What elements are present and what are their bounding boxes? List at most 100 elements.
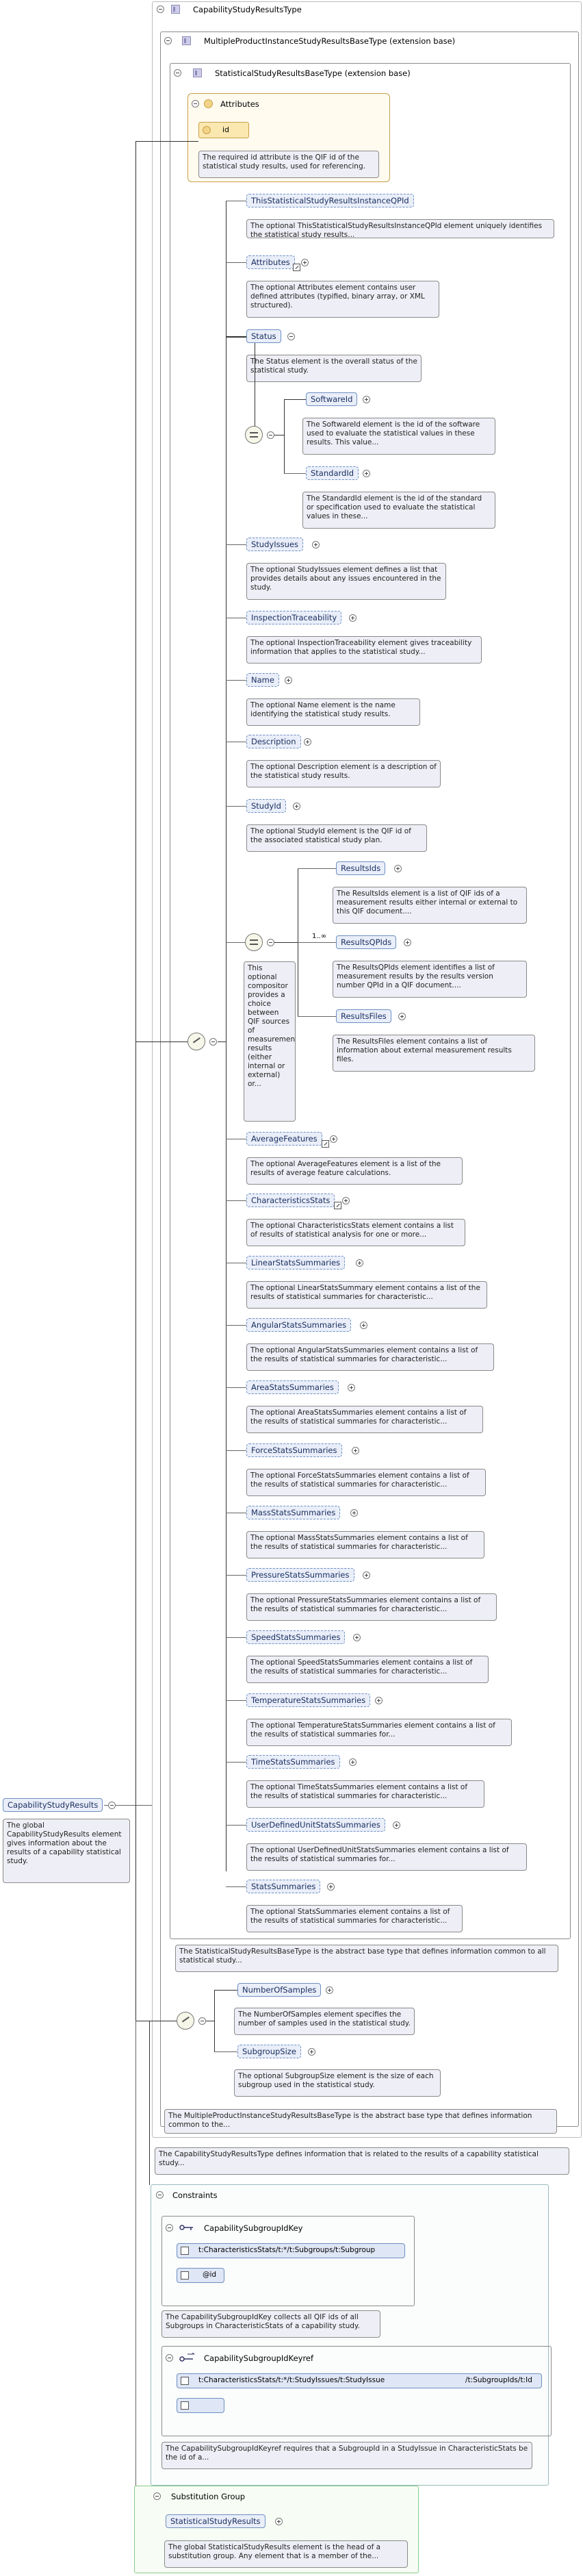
element-UserDefinedUnitStatsSummaries[interactable]: UserDefinedUnitStatsSummaries [246, 1818, 385, 1832]
collapse-choice-icon[interactable] [267, 939, 274, 946]
connector-line [226, 544, 246, 545]
sequence-icon [187, 1033, 205, 1050]
sequence-icon [245, 426, 263, 444]
element-MassStatsSummaries[interactable]: MassStatsSummaries [246, 1506, 341, 1519]
collapse-keyref-icon[interactable] [166, 2354, 173, 2362]
expand-icon[interactable] [293, 803, 300, 810]
keyref-doc: The CapabilitySubgroupIdKeyref requires … [161, 2442, 532, 2469]
element-StudyId[interactable]: StudyId [246, 799, 286, 813]
collapse-multi-base-icon[interactable] [164, 37, 172, 45]
element-AverageFeatures[interactable]: AverageFeatures [246, 1132, 322, 1146]
expand-icon[interactable] [285, 677, 292, 684]
element-doc: The ResultsFiles element contains a list… [333, 1035, 535, 1072]
expand-icon[interactable] [398, 1013, 406, 1020]
expand-icon[interactable] [404, 939, 411, 946]
element-ResultsQPIds[interactable]: ResultsQPIds [336, 935, 397, 949]
expand-icon[interactable] [394, 865, 402, 872]
collapse-attributes-icon[interactable] [192, 100, 199, 108]
element-StudyIssues[interactable]: StudyIssues [246, 538, 303, 551]
key-icon-svg [179, 2225, 193, 2230]
complex-type-icon [193, 68, 202, 77]
element-ForceStatsSummaries[interactable]: ForceStatsSummaries [246, 1443, 342, 1457]
expand-icon[interactable] [363, 470, 370, 477]
expand-icon[interactable] [349, 1758, 357, 1766]
collapse-icon[interactable] [287, 333, 295, 340]
connector-line [135, 1041, 187, 1042]
element-SubgroupSize[interactable]: SubgroupSize [237, 2045, 301, 2058]
root-type-title: CapabilityStudyResultsType [193, 5, 302, 14]
collapse-stat-base-icon[interactable] [174, 69, 181, 77]
element-doc: The optional Name element is the name id… [246, 698, 420, 726]
expand-icon[interactable] [375, 1697, 383, 1704]
element-CharacteristicsStats[interactable]: CharacteristicsStats [246, 1194, 335, 1207]
connector-line [218, 1041, 226, 1042]
attribute-icon [204, 99, 213, 108]
connector-line [226, 1637, 246, 1638]
expand-icon[interactable] [363, 396, 370, 403]
collapse-sequence-icon[interactable] [267, 431, 274, 439]
element-doc: The StandardId element is the id of the … [302, 492, 495, 529]
connector-line [226, 262, 246, 263]
connector-line [226, 1200, 246, 1201]
element-AngularStatsSummaries[interactable]: AngularStatsSummaries [246, 1318, 352, 1332]
element-TemperatureStatsSummaries[interactable]: TemperatureStatsSummaries [246, 1693, 371, 1707]
expand-icon[interactable] [312, 541, 320, 548]
expand-icon[interactable] [275, 2518, 283, 2525]
expand-icon[interactable] [352, 1447, 359, 1454]
global-element-CapabilityStudyResults[interactable]: CapabilityStudyResults [3, 1798, 103, 1812]
expand-icon[interactable] [353, 1634, 361, 1641]
element-doc: The NumberOfSamples element specifies th… [234, 2008, 415, 2035]
keyref-name: CapabilitySubgroupIdKeyref [204, 2353, 314, 2363]
element-Name[interactable]: Name [246, 673, 279, 687]
element-SoftwareId[interactable]: SoftwareId [306, 392, 358, 406]
element-StandardId[interactable]: StandardId [306, 466, 359, 480]
expand-icon[interactable] [342, 1197, 350, 1204]
expand-icon[interactable] [393, 1821, 400, 1829]
element-LinearStatsSummaries[interactable]: LinearStatsSummaries [246, 1256, 346, 1270]
element-Status[interactable]: Status [246, 329, 281, 343]
element-Attributes[interactable]: Attributes [246, 255, 295, 269]
expand-icon[interactable] [350, 1509, 358, 1517]
expand-icon[interactable] [326, 1986, 333, 1994]
collapse-substitution-icon[interactable] [153, 2492, 161, 2500]
element-Description[interactable]: Description [246, 735, 301, 748]
collapse-key-icon[interactable] [166, 2224, 173, 2232]
element-doc: The optional CharacteristicsStats elemen… [246, 1219, 465, 1246]
element-StatsSummaries[interactable]: StatsSummaries [246, 1880, 321, 1893]
substitution-doc: The global StatisticalStudyResults eleme… [164, 2540, 408, 2568]
expand-icon[interactable] [304, 738, 311, 746]
element-ResultsIds[interactable]: ResultsIds [336, 861, 386, 875]
element-doc: The optional AngularStatsSummaries eleme… [246, 1343, 494, 1371]
expand-icon[interactable] [327, 1883, 335, 1891]
connector-line [226, 1886, 246, 1887]
element-ResultsFiles[interactable]: ResultsFiles [336, 1009, 391, 1023]
collapse-sequence-icon[interactable] [198, 2017, 206, 2025]
reference-icon [334, 1202, 341, 1209]
connector-line [214, 2051, 237, 2052]
expand-icon[interactable] [330, 1135, 337, 1143]
collapse-root-icon[interactable] [157, 5, 164, 13]
collapse-global-element-icon[interactable] [108, 1802, 116, 1809]
element-NumberOfSamples[interactable]: NumberOfSamples [237, 1983, 322, 1997]
element-ThisStatisticalStudyResultsInstanceQPId[interactable]: ThisStatisticalStudyResultsInstanceQPId [246, 194, 414, 207]
element-StatisticalStudyResults[interactable]: StatisticalStudyResults [166, 2514, 265, 2528]
element-InspectionTraceability[interactable]: InspectionTraceability [246, 611, 342, 624]
expand-icon[interactable] [348, 1384, 355, 1391]
element-PressureStatsSummaries[interactable]: PressureStatsSummaries [246, 1568, 354, 1582]
expand-icon[interactable] [301, 259, 309, 266]
expand-icon[interactable] [356, 1259, 363, 1267]
connector-line [135, 2021, 136, 2336]
element-doc: The optional ForceStatsSummaries element… [246, 1469, 486, 1496]
keyref-selector-end: /t:SubgroupIds/t:Id [465, 2376, 532, 2384]
element-TimeStatsSummaries[interactable]: TimeStatsSummaries [246, 1755, 340, 1769]
expand-icon[interactable] [349, 614, 357, 622]
collapse-sequence-icon[interactable] [209, 1038, 217, 1046]
connector-line [135, 2336, 136, 2504]
element-SpeedStatsSummaries[interactable]: SpeedStatsSummaries [246, 1630, 346, 1644]
expand-icon[interactable] [360, 1322, 367, 1329]
element-AreaStatsSummaries[interactable]: AreaStatsSummaries [246, 1380, 339, 1394]
expand-icon[interactable] [363, 1571, 370, 1579]
keyref-frame [161, 2346, 552, 2436]
expand-icon[interactable] [308, 2048, 315, 2056]
collapse-constraints-icon[interactable] [156, 2191, 164, 2199]
